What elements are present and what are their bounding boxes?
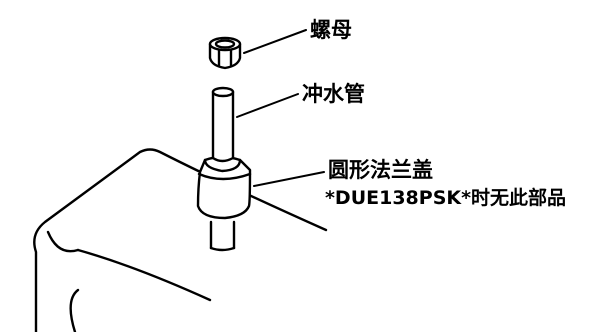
flush-pipe-label: 冲水管: [302, 82, 365, 106]
nut: [208, 36, 242, 70]
round-flange-cover-label: 圆形法兰盖: [328, 158, 433, 182]
toilet-tank: [33, 148, 328, 334]
pipe-top-opening: [211, 86, 235, 98]
pipe-lower: [209, 220, 236, 252]
leader-nut: [243, 29, 307, 54]
leader-flange: [253, 171, 325, 187]
round-flange-cover: [196, 155, 252, 220]
nut-label: 螺母: [310, 18, 352, 42]
tank-lip-line: [76, 248, 212, 302]
pipe-body: [211, 90, 235, 163]
flange-ring-lower: [197, 172, 252, 181]
nut-hole: [214, 39, 236, 49]
leader-pipe: [236, 93, 299, 118]
model-note-label: *DUE138PSK*时无此部品: [325, 187, 567, 209]
flange-ring-top: [203, 158, 242, 173]
tank-inner-edge: [46, 230, 80, 253]
flange-body: [196, 155, 252, 220]
pipe-lower-end: [209, 246, 236, 252]
tank-outline: [33, 148, 328, 334]
leader-lines: [236, 29, 325, 187]
tank-side-curve: [69, 288, 80, 334]
flush-pipe: [211, 86, 235, 163]
